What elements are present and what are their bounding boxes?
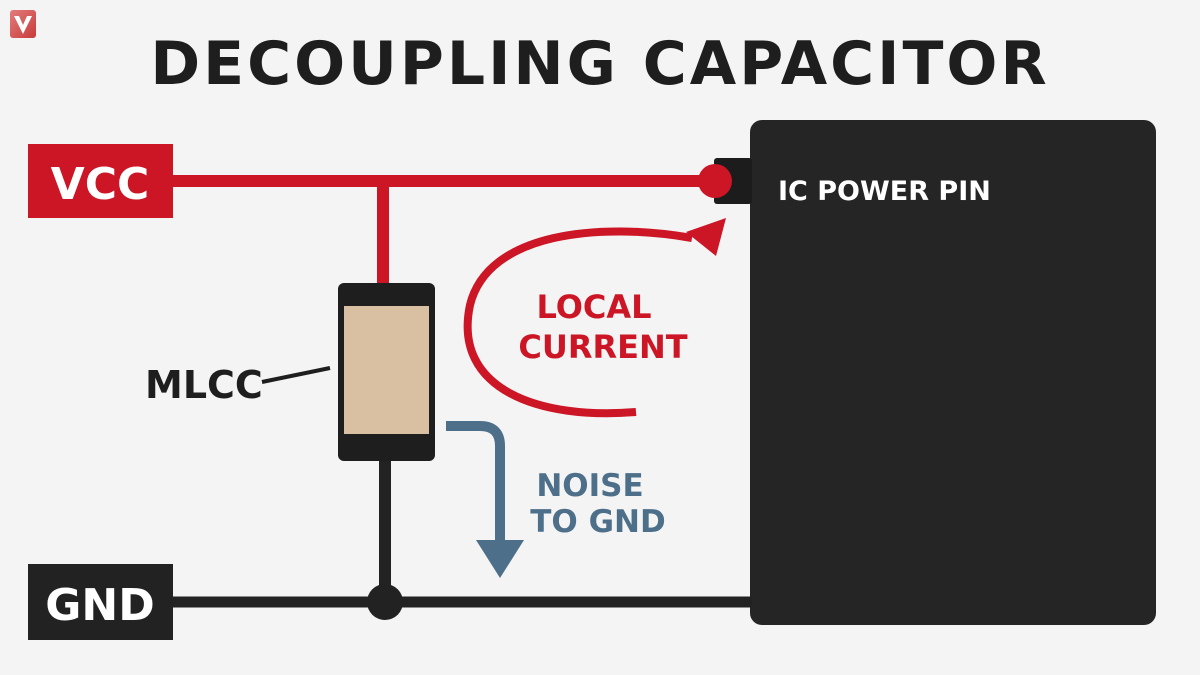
vcc-pin-junction	[698, 164, 732, 198]
mlcc-leader-line	[261, 366, 331, 384]
noise-label-line2: TO GND	[530, 504, 665, 540]
vcc-rail-box	[28, 144, 173, 218]
local-current-arrow	[463, 218, 726, 418]
gnd-junction	[367, 584, 403, 620]
noise-to-gnd-arrow	[446, 421, 524, 578]
local-current-label-line1: LOCAL	[536, 288, 651, 326]
local-current-label-line2: CURRENT	[518, 328, 687, 366]
ic-power-pin-label: IC POWER PIN	[778, 176, 991, 207]
gnd-label: GND	[45, 580, 154, 631]
mlcc-capacitor	[338, 283, 435, 461]
mlcc-label: MLCC	[145, 363, 263, 407]
vcc-label: VCC	[51, 159, 150, 210]
v-logo-icon	[10, 10, 36, 38]
gnd-rail-box	[28, 564, 173, 640]
noise-label-line1: NOISE	[536, 468, 643, 504]
ic-body	[750, 120, 1156, 625]
page-title: DECOUPLING CAPACITOR	[150, 29, 1049, 99]
